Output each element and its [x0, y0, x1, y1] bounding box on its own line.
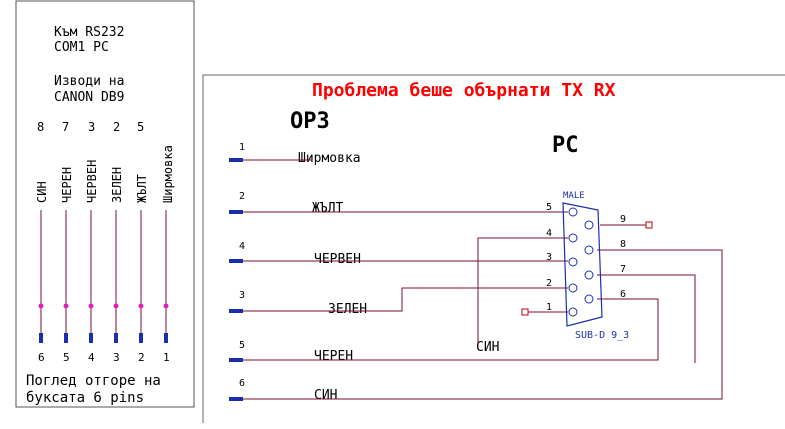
- dsub-pin-number: 1: [546, 302, 552, 313]
- socket-pin: [89, 333, 93, 343]
- connector-shell: [562, 202, 603, 327]
- wire-blue: [243, 249, 723, 400]
- wire-green: [243, 287, 568, 312]
- junction-dot: [88, 303, 94, 309]
- wire-color-label: СИН: [35, 181, 49, 203]
- connector-bottom-label: SUB-D 9_3: [575, 330, 629, 341]
- db9-pin-number: 2: [113, 120, 120, 134]
- left-box-line2: COM1 PC: [54, 40, 109, 55]
- junction-dot: [63, 303, 69, 309]
- op3-pin-number: 2: [239, 191, 245, 202]
- wire-black: [243, 298, 659, 361]
- op3-pin-number: 6: [239, 378, 245, 389]
- left-box-line4: CANON DB9: [54, 90, 124, 105]
- db9-pin-number: 3: [88, 120, 95, 134]
- connector-pin-hole: [568, 257, 578, 267]
- wire-color-label: ЗЕЛЕН: [110, 167, 124, 203]
- socket-pin: [164, 333, 168, 343]
- db9-pin-number: 5: [137, 120, 144, 134]
- junction-dot: [163, 303, 169, 309]
- op3-wire-label: ЗЕЛЕН: [328, 302, 367, 317]
- left-box-frame: [15, 0, 195, 408]
- loose-wire-label: СИН: [476, 340, 499, 355]
- wire-pin7: [597, 274, 696, 363]
- wire-color-label: ЧЕРВЕН: [85, 160, 99, 203]
- wire-color-label: Ширмовка: [161, 145, 175, 203]
- connector-pin-hole: [584, 245, 594, 255]
- wire-color-label: ЧЕРЕН: [60, 167, 74, 203]
- socket-pin: [39, 333, 43, 343]
- op3-pin-stub: [229, 158, 243, 162]
- op3-wire-label: Ширмовка: [298, 151, 361, 166]
- dsub-pin-number: 8: [620, 239, 626, 250]
- pc-label: PC: [552, 133, 579, 158]
- socket-pin: [139, 333, 143, 343]
- left-box-line1: Към RS232: [54, 25, 124, 40]
- left-box-footer1: Поглед отгоре на: [26, 373, 161, 389]
- junction-dot: [38, 303, 44, 309]
- left-box-footer2: буксата 6 pins: [26, 390, 144, 406]
- dsub-pin-number: 6: [620, 289, 626, 300]
- dsub-pin-number: 3: [546, 252, 552, 263]
- socket-pin-number: 6: [38, 351, 45, 364]
- wire-color-label: ЖЪЛТ: [135, 174, 149, 203]
- op3-pin-number: 4: [239, 241, 245, 252]
- connector-pin-hole: [568, 307, 578, 317]
- connector-pin-hole: [568, 207, 578, 217]
- socket-pin: [114, 333, 118, 343]
- nc-terminal: [645, 221, 653, 229]
- socket-pin: [64, 333, 68, 343]
- dsub-pin-number: 9: [620, 214, 626, 225]
- op3-pin-number: 1: [239, 142, 245, 153]
- op3-label: OP3: [290, 109, 330, 134]
- db9-pin-number: 8: [37, 120, 44, 134]
- right-frame: [202, 74, 785, 423]
- connector-pin-hole: [584, 220, 594, 230]
- connector-pin-hole: [568, 233, 578, 243]
- op3-pin-stub: [229, 397, 243, 401]
- connector-top-label: MALE: [563, 191, 585, 201]
- op3-pin-stub: [229, 259, 243, 263]
- op3-pin-number: 3: [239, 290, 245, 301]
- socket-pin-number: 1: [163, 351, 170, 364]
- dsub-pin-number: 5: [546, 202, 552, 213]
- dsub-pin-number: 2: [546, 278, 552, 289]
- connector-pin-hole: [568, 283, 578, 293]
- op3-pin-stub: [229, 358, 243, 362]
- nc-terminal: [521, 308, 529, 316]
- op3-pin-stub: [229, 309, 243, 313]
- socket-pin-number: 2: [138, 351, 145, 364]
- dsub-pin-number: 7: [620, 264, 626, 275]
- socket-pin-number: 4: [88, 351, 95, 364]
- op3-wire-label: ЖЪЛТ: [312, 201, 343, 216]
- connector-pin-hole: [584, 294, 594, 304]
- connector-pin-hole: [584, 270, 594, 280]
- left-connector-box: Към RS232 COM1 PC Изводи на CANON DB9 8 …: [15, 0, 195, 408]
- socket-pin-number: 5: [63, 351, 70, 364]
- problem-title: Проблема беше обърнати TX RX: [312, 80, 616, 101]
- dsub-pin-number: 4: [546, 228, 552, 239]
- dsub9-connector: MALE SUB-D 9_3 5 4 3 2 1 9 8 7 6: [521, 191, 653, 341]
- wire-loop-4: [477, 237, 568, 350]
- junction-dot: [113, 303, 119, 309]
- op3-pin-number: 5: [239, 340, 245, 351]
- op3-pin-stub: [229, 210, 243, 214]
- junction-dot: [138, 303, 144, 309]
- op3-wire-label: ЧЕРЕН: [314, 349, 353, 364]
- op3-wire-label: СИН: [314, 388, 337, 403]
- socket-pin-number: 3: [113, 351, 120, 364]
- op3-wire-label: ЧЕРВЕН: [314, 252, 361, 267]
- db9-pin-number: 7: [62, 120, 69, 134]
- left-box-line3: Изводи на: [54, 74, 124, 89]
